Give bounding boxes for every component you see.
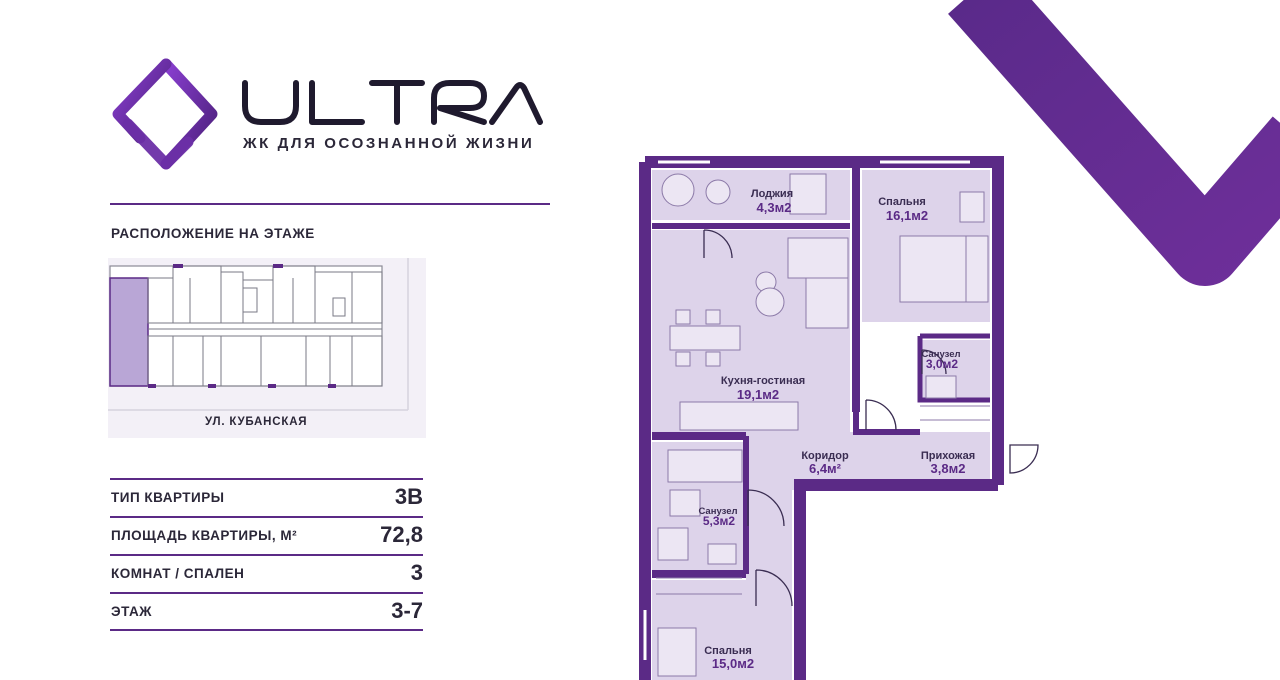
spec-value: 3В [394,484,423,509]
decorative-chevron [948,0,1280,286]
keyplan-highlighted-unit [109,277,149,387]
spec-divider [110,478,423,480]
room-area: 19,1м2 [737,387,779,402]
location-section-title: РАСПОЛОЖЕНИЕ НА ЭТАЖЕ [111,226,315,241]
street-label: УЛ. КУБАНСКАЯ [205,416,308,428]
room-area: 6,4м² [809,461,842,476]
spec-row-rooms: КОМНАТ / СПАЛЕН 3 [110,554,423,592]
room-area: 16,1м2 [886,208,928,223]
room-label: Санузел [698,506,737,517]
spec-value: 3-7 [391,598,423,623]
spec-label: ЭТАЖ [111,604,152,619]
room-area: 3,8м2 [931,461,966,476]
room-label: Лоджия [751,188,793,200]
spec-divider [110,516,423,518]
room-area: 5,3м2 [703,514,736,528]
spec-divider [110,554,423,556]
room-area: 3,0м2 [926,357,959,371]
floor-keyplan [108,258,426,438]
spec-row-type: ТИП КВАРТИРЫ 3В [110,478,423,516]
apartment-floorplan: Лоджия 4,3м2 Спальня 16,1м2 Санузел 3,0м… [639,156,1039,680]
room-label: Спальня [704,645,752,657]
spec-divider [110,629,423,631]
logo-mark [112,58,218,170]
room-label: Спальня [878,196,926,208]
spec-row-floor: ЭТАЖ 3-7 [110,592,423,630]
brand-wordmark [242,80,543,125]
spec-divider [110,592,423,594]
room-label: Кухня-гостиная [721,375,805,387]
room-label: Коридор [801,450,849,462]
room-area: 4,3м2 [757,200,792,215]
room-label: Прихожая [921,450,975,462]
divider [110,203,550,205]
brand-tagline: ЖК ДЛЯ ОСОЗНАННОЙ ЖИЗНИ [243,135,535,152]
room-label: Санузел [921,349,960,360]
room-area: 15,0м2 [712,656,754,671]
spec-row-area: ПЛОЩАДЬ КВАРТИРЫ, М² 72,8 [110,516,423,554]
spec-label: ТИП КВАРТИРЫ [111,490,225,505]
spec-label: КОМНАТ / СПАЛЕН [111,566,245,581]
spec-label: ПЛОЩАДЬ КВАРТИРЫ, М² [111,528,298,543]
spec-value: 72,8 [380,522,423,547]
spec-value: 3 [410,560,423,585]
